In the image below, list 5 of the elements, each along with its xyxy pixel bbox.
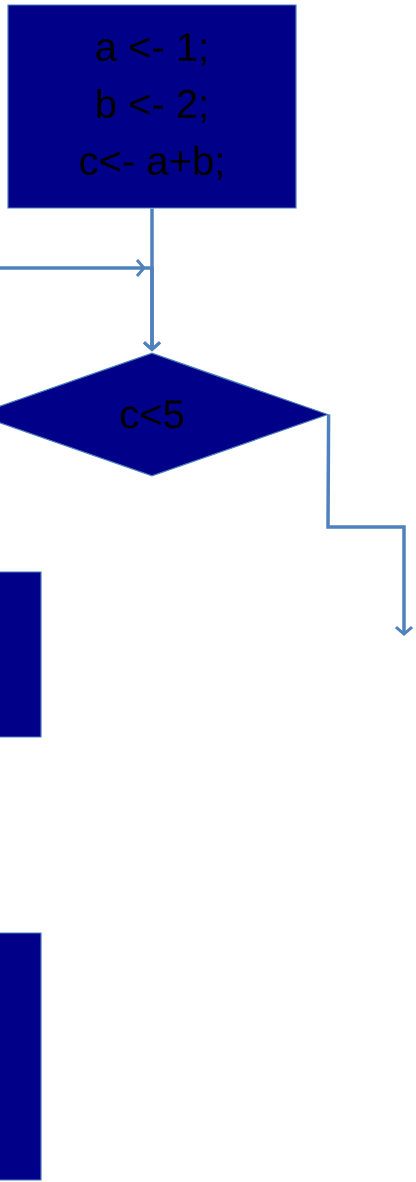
arrow xyxy=(0,259,161,352)
arrow xyxy=(326,414,413,636)
process-box xyxy=(0,571,42,738)
process-box xyxy=(0,932,42,1181)
process-box: a <- 1; b <- 2; c<- a+b; xyxy=(7,4,297,209)
